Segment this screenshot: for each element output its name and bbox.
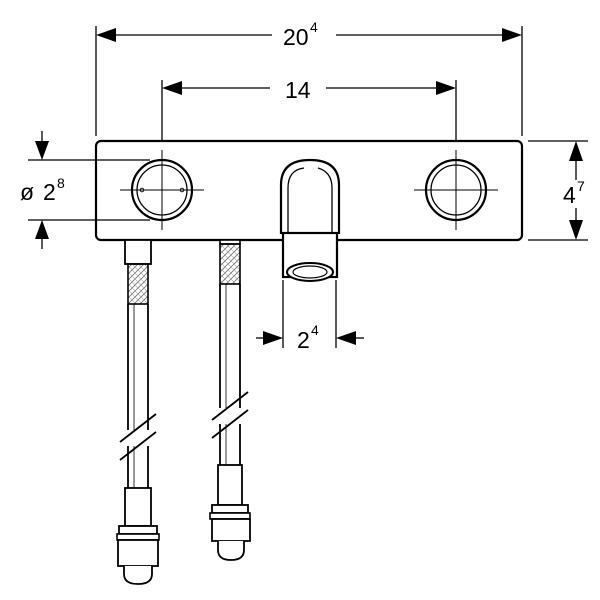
spout-diameter-value: 2 <box>297 327 310 353</box>
spout <box>279 158 341 282</box>
plate-height-superscript: 7 <box>577 178 585 194</box>
dimension-overall-width <box>95 26 523 136</box>
plate-height-value: 4 <box>563 182 576 208</box>
handle-diameter-superscript: 8 <box>57 175 65 191</box>
overall-width-value: 20 <box>283 24 309 50</box>
left-supply-hose <box>116 239 160 585</box>
right-supply-hose <box>209 239 251 561</box>
dimension-spout-diameter <box>256 280 364 348</box>
spout-diameter-superscript: 4 <box>311 322 319 338</box>
dimension-handle-diameter <box>28 131 150 249</box>
handle-diameter-symbol: ø <box>20 179 34 205</box>
handle-diameter-value: 2 <box>43 179 56 205</box>
overall-width-superscript: 4 <box>310 19 318 35</box>
handle-spacing-value: 14 <box>285 77 311 103</box>
dimension-plate-height <box>528 140 588 241</box>
